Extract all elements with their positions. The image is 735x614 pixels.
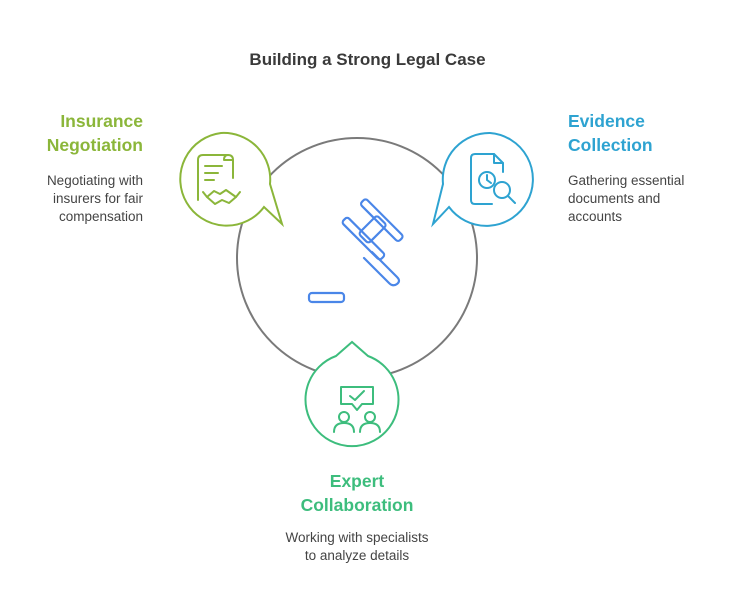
expert-description: Working with specialists to analyze deta… [217, 529, 497, 565]
insurance-heading-line2: Negotiation [46, 135, 143, 155]
expert-drop [304, 340, 400, 448]
page-title: Building a Strong Legal Case [249, 50, 486, 69]
expert-desc-line2: to analyze details [304, 548, 410, 563]
expert-heading-line2: Collaboration [300, 495, 414, 515]
evidence-description: Gathering essential documents and accoun… [568, 172, 728, 226]
evidence-heading: Evidence Collection [568, 109, 728, 157]
insurance-drop [179, 131, 285, 228]
insurance-heading: Insurance Negotiation [0, 109, 143, 157]
insurance-heading-line1: Insurance [60, 111, 143, 131]
expert-desc-line1: Working with specialists [285, 530, 429, 545]
team-approval-icon [333, 386, 381, 433]
evidence-desc-line1: Gathering essential [568, 173, 685, 188]
central-circle [236, 137, 478, 379]
insurance-description: Negotiating with insurers for fair compe… [0, 172, 143, 226]
evidence-heading-line2: Collection [568, 135, 653, 155]
document-search-icon [470, 153, 516, 205]
contract-handshake-icon [197, 154, 241, 205]
evidence-desc-line3: accounts [568, 209, 623, 224]
evidence-heading-line1: Evidence [568, 111, 645, 131]
gavel-icon [307, 198, 404, 304]
evidence-desc-line2: documents and [568, 191, 661, 206]
insurance-desc-line3: compensation [58, 209, 143, 224]
evidence-drop [431, 131, 534, 228]
expert-heading-line1: Expert [329, 471, 385, 491]
expert-heading: Expert Collaboration [217, 469, 497, 517]
insurance-desc-line2: insurers for fair [52, 191, 143, 206]
insurance-desc-line1: Negotiating with [46, 173, 143, 188]
